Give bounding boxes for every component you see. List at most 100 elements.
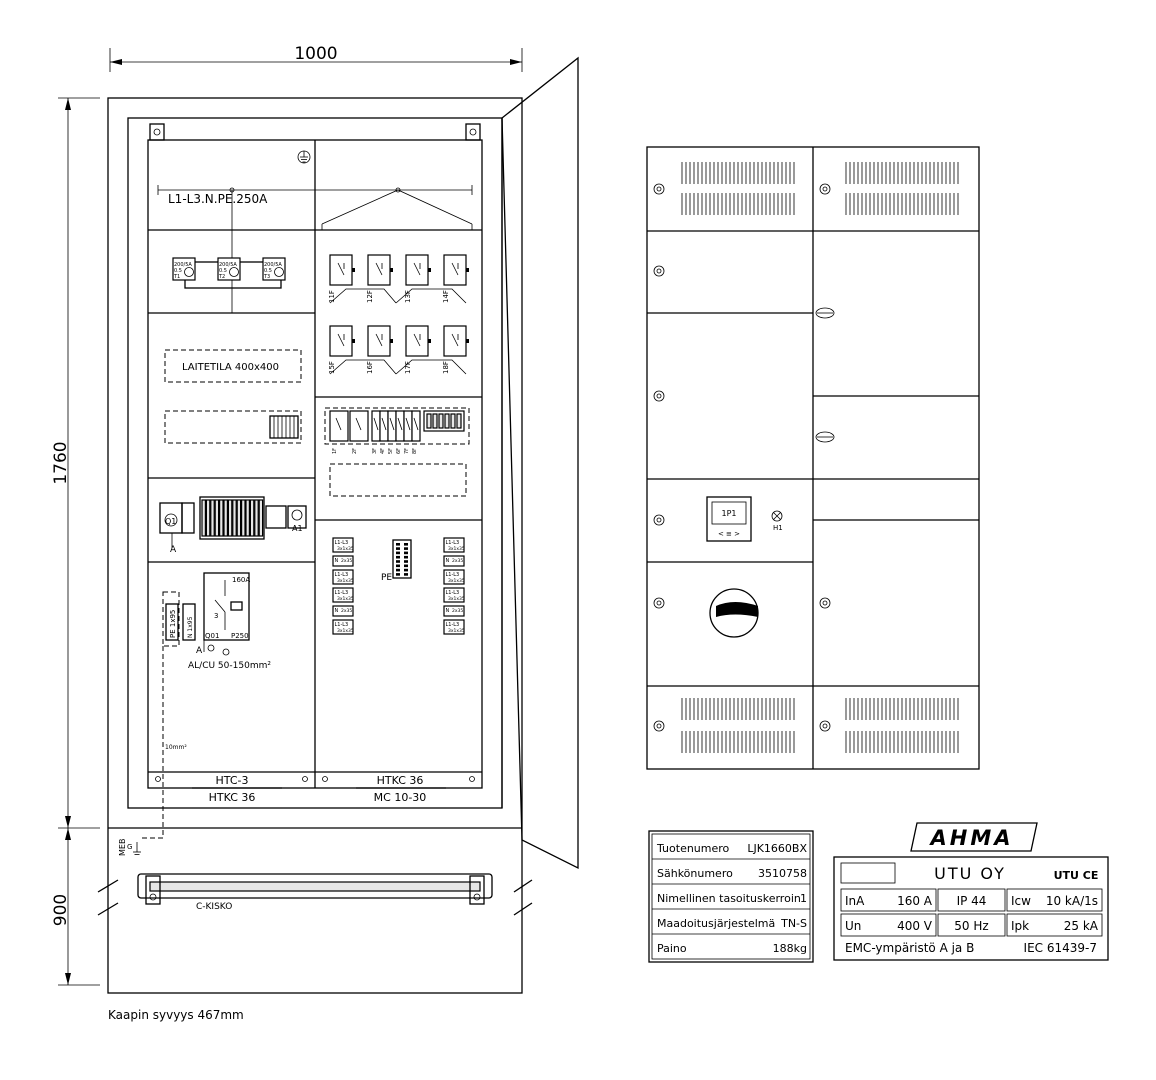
screw-icon — [819, 183, 831, 195]
terminal-label: L1-L3 — [335, 622, 349, 628]
terminal-label: L1-L3 — [446, 590, 460, 596]
product-row-value: 188kg — [773, 942, 807, 955]
certification-marks: UTU CE — [1054, 869, 1099, 882]
switch-3-label: 3 — [214, 612, 218, 620]
terminal-size: 3x1x35 — [448, 596, 465, 602]
product-row-label: Maadoitusjärjestelmä — [657, 917, 775, 930]
nameplate-value: 10 kA/1s — [1046, 894, 1098, 908]
dimension-lines — [58, 48, 523, 986]
right-bottom-lower: MC 10-30 — [374, 791, 427, 804]
terminal-size: 2x35 — [452, 608, 463, 614]
terminal-label: N — [335, 558, 339, 564]
small-breaker-label: 2F — [352, 448, 358, 454]
front-view — [646, 146, 980, 770]
breaker-label: 11F — [328, 290, 336, 303]
terminal-size: 3x1x35 — [337, 546, 354, 552]
breaker-label: 18F — [442, 361, 450, 374]
ct-id: T1 — [173, 274, 180, 280]
product-row-label: Paino — [657, 942, 687, 955]
pe-label: PE — [381, 573, 392, 583]
earth-icon — [297, 150, 311, 164]
screw-icon — [653, 183, 665, 195]
pe-wire — [140, 646, 164, 839]
meter-a-label: A — [170, 545, 177, 555]
terminal-size: 2x35 — [341, 608, 352, 614]
breaker-label: 15F — [328, 361, 336, 374]
breaker-label: 13F — [404, 290, 412, 303]
switch-rating: 160A — [232, 576, 250, 584]
small-breaker-label: 1F — [332, 448, 338, 454]
breaker-label: 12F — [366, 290, 374, 303]
brand-logo: AHMA — [929, 826, 1014, 850]
width-dimension: 1000 — [294, 44, 337, 64]
standard-label: IEC 61439-7 — [1024, 941, 1097, 955]
ct-ratio: 0.5 — [174, 268, 182, 274]
empty-rail-box-right — [329, 463, 467, 497]
product-row-value: LJK1660BX — [747, 842, 807, 855]
n-terminal-label: N 1x95 — [187, 616, 194, 638]
terminal-size: 3x1x35 — [337, 628, 354, 634]
device-space-box — [164, 349, 302, 383]
circuit-breaker — [379, 410, 389, 442]
ct-id: T3 — [263, 274, 270, 280]
lamp-label: H1 — [773, 524, 783, 532]
lock-icon — [815, 307, 835, 319]
left-bottom-upper: HTC-3 — [216, 774, 249, 787]
small-breaker-label: 8F — [412, 448, 418, 454]
switch-id: Q01 — [205, 632, 219, 640]
screw-icon — [653, 265, 665, 277]
screw-icon — [653, 390, 665, 402]
terminal-label: L1-L3 — [335, 590, 349, 596]
breaker-group-mid: 15F 16F 17F 18F — [328, 325, 469, 375]
terminal-group — [332, 569, 354, 585]
terminal-group — [443, 537, 465, 553]
nameplate-value: 50 Hz — [954, 919, 988, 933]
circuit-breaker — [443, 254, 467, 286]
ct-ratio: 0.5 — [264, 268, 272, 274]
product-row-value: 1 — [800, 892, 807, 905]
ct-rating: 200/5A — [174, 262, 192, 268]
current-transformer — [217, 257, 241, 281]
screw-icon — [653, 597, 665, 609]
lock-icon — [815, 431, 835, 443]
cable-label: AL/CU 50-150mm² — [188, 661, 271, 671]
terminal-group — [443, 605, 465, 617]
terminal-group — [443, 587, 465, 603]
switch-type: P250 — [231, 632, 249, 640]
busbar — [157, 185, 473, 313]
circuit-breaker — [387, 410, 397, 442]
product-row-label: Sähkönumero — [657, 867, 733, 880]
terminal-size: 3x1x35 — [448, 578, 465, 584]
ct-id: T2 — [218, 274, 225, 280]
nameplate-value: 25 kA — [1064, 919, 1099, 933]
terminal-block — [269, 415, 299, 439]
company-name: UTU OY — [934, 864, 1006, 883]
ct-ratio: 0.5 — [219, 268, 227, 274]
terminal-label: L1-L3 — [335, 572, 349, 578]
terminal-label: L1-L3 — [446, 540, 460, 546]
terminal-label: N — [335, 608, 339, 614]
terminal-label: L1-L3 — [335, 540, 349, 546]
circuit-breaker — [405, 325, 429, 357]
breaker-label: 17F — [404, 361, 412, 374]
meb-label: MEB — [118, 839, 127, 856]
terminal-group — [332, 619, 354, 635]
ct-rating: 200/5A — [264, 262, 282, 268]
small-breaker-label: 3F — [372, 448, 378, 454]
terminal-size: 3x1x35 — [337, 578, 354, 584]
main-switch-handle-icon — [709, 588, 759, 638]
main-switch — [162, 572, 250, 656]
terminal-size: 2x35 — [452, 558, 463, 564]
product-row-value: TN-S — [780, 917, 807, 930]
small-breaker-label: 5F — [388, 448, 394, 454]
ct-rating: 200/5A — [219, 262, 237, 268]
screw-icon — [653, 514, 665, 526]
terminal-group — [443, 555, 465, 567]
nameplate-key: InA — [845, 894, 865, 908]
current-transformer — [262, 257, 286, 281]
breaker-label: 16F — [366, 361, 374, 374]
screw-icon — [819, 720, 831, 732]
meter-label: Q1 — [165, 517, 176, 526]
